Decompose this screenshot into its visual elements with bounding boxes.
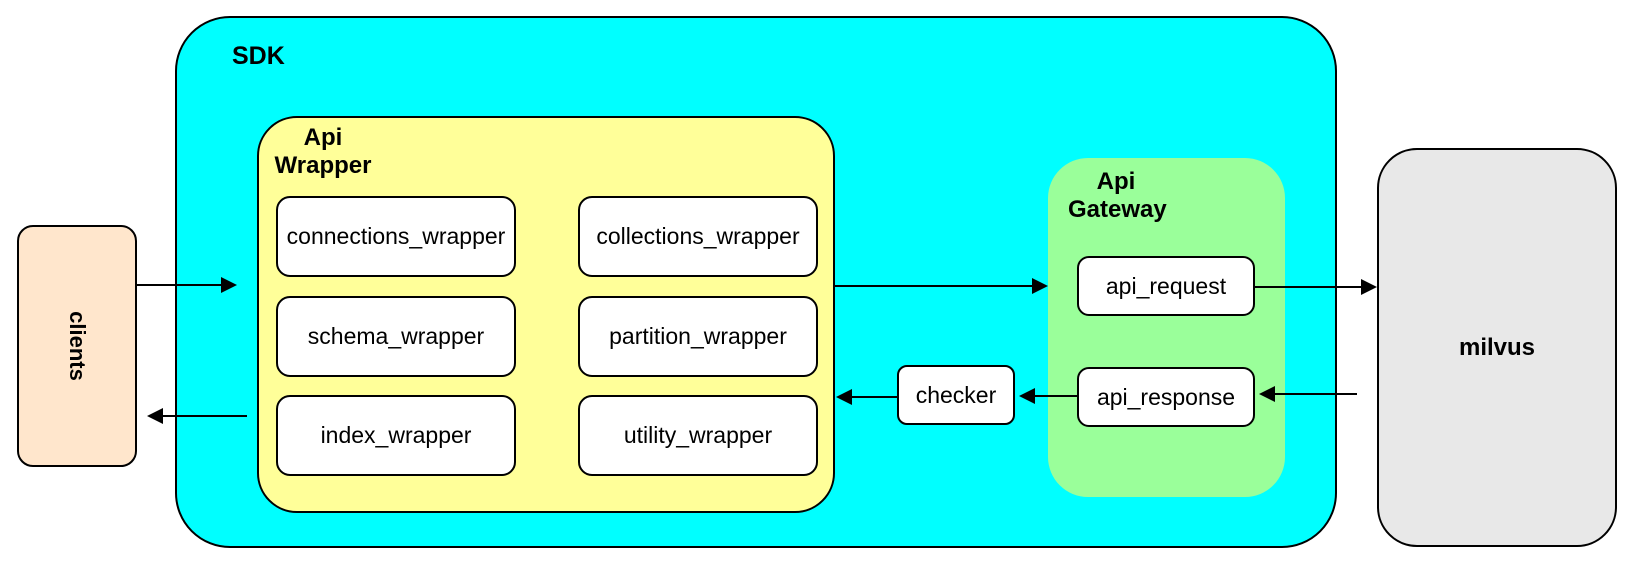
arrow-request-to-milvus-head [1361,279,1377,295]
api-request-label: api_request [1105,272,1227,299]
arrow-clients-to-sdk-line [137,284,221,286]
connections-wrapper-box: connections_wrapper [276,196,516,277]
schema-wrapper-box: schema_wrapper [276,296,516,377]
milvus-label: milvus [1458,333,1536,361]
utility-wrapper-box: utility_wrapper [578,395,818,476]
api-gateway-label: Api Gateway [1068,168,1167,225]
utility-wrapper-label: utility_wrapper [623,422,773,448]
arrow-checker-to-wrapper-line [852,396,897,398]
api-response-label: api_response [1096,383,1236,410]
api-wrapper-label-line1: Api [303,124,343,151]
arrow-milvus-to-response-line [1275,393,1357,395]
api-wrapper-label: Api Wrapper [272,124,374,181]
api-gateway-container: Api Gateway [1048,158,1285,497]
api-request-box: api_request [1077,256,1255,316]
api-wrapper-label-line2: Wrapper [274,152,372,180]
arrow-wrapper-to-gateway-line [835,285,1032,287]
clients-box: clients [17,225,137,467]
collections-wrapper-label: collections_wrapper [596,223,800,249]
arrow-milvus-to-response-head [1259,386,1275,402]
index-wrapper-box: index_wrapper [276,395,516,476]
partition-wrapper-box: partition_wrapper [578,296,818,377]
arrow-sdk-to-clients-line [163,415,247,417]
checker-label: checker [915,381,997,408]
api-response-box: api_response [1077,367,1255,427]
arrow-request-to-milvus-line [1255,286,1361,288]
arrow-clients-to-sdk-head [221,277,237,293]
index-wrapper-label: index_wrapper [320,422,472,448]
arrow-response-to-checker-line [1035,395,1077,397]
arrow-wrapper-to-gateway-head [1032,278,1048,294]
arrow-checker-to-wrapper-head [836,389,852,405]
milvus-box: milvus [1377,148,1617,547]
arrow-sdk-to-clients-head [147,408,163,424]
partition-wrapper-label: partition_wrapper [609,323,787,349]
checker-box: checker [897,365,1015,425]
schema-wrapper-label: schema_wrapper [307,323,485,349]
connections-wrapper-label: connections_wrapper [286,223,506,249]
api-gateway-label-line2: Gateway [1068,196,1167,224]
clients-label: clients [64,311,90,381]
collections-wrapper-box: collections_wrapper [578,196,818,277]
sdk-label: SDK [232,42,285,70]
arrow-response-to-checker-head [1019,388,1035,404]
api-gateway-label-line1: Api [1096,168,1136,195]
